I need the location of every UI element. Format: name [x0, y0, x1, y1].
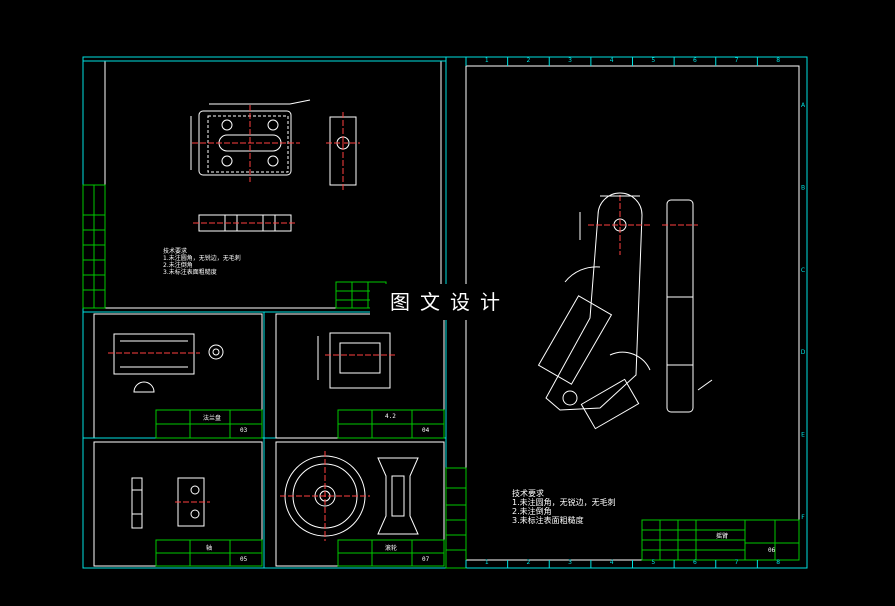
top-tech-notes-heading: 技术要求 [163, 248, 188, 255]
column-number: 5 [651, 57, 655, 64]
main-tech-note-2: 2.未注倒角 [512, 507, 552, 516]
column-number: 4 [610, 559, 614, 566]
watermark: 图文设计 [370, 284, 530, 320]
column-number: 8 [776, 57, 780, 64]
main-titleblock-name: 摇臂 [716, 533, 729, 540]
row-letters: A B C D E F [801, 102, 806, 521]
top-tech-note-3: 3.未标注表面粗糙度 [163, 269, 217, 276]
sheet-mid-left [83, 312, 446, 568]
column-number: 3 [568, 559, 572, 566]
column-number: 2 [527, 57, 531, 64]
row-letter: A [801, 102, 806, 109]
row-letter: B [801, 185, 805, 192]
column-number: 1 [485, 559, 489, 566]
row-letter: D [801, 349, 806, 356]
column-number: 6 [693, 559, 697, 566]
column-number: 5 [651, 559, 655, 566]
bottom-right-titleblock-code: 07 [422, 556, 430, 563]
sheet-bottom-right [275, 441, 445, 567]
top-tech-notes: 技术要求 1.未注圆角，无锐边，无毛刺 2.未注倒角 3.未标注表面粗糙度 [163, 248, 241, 276]
sheet-main [445, 56, 807, 569]
row-letter: E [801, 432, 805, 439]
column-number: 1 [485, 57, 489, 64]
bottom-right-titleblock-name: 滚轮 [385, 545, 398, 552]
row-letter: F [801, 514, 805, 521]
column-number: 8 [776, 559, 780, 566]
mid-right-titleblock-code: 04 [422, 427, 430, 434]
mid-left-titleblock-name: 法兰盘 [203, 415, 222, 422]
mid-right-titleblock-name: 4.2 [385, 413, 396, 420]
main-titleblock-code: 06 [768, 547, 776, 554]
main-tech-note-1: 1.未注圆角，无锐边，无毛刺 [512, 498, 616, 507]
main-tech-notes: 技术要求 1.未注圆角，无锐边，无毛刺 2.未注倒角 3.未标注表面粗糙度 [512, 489, 616, 525]
column-number: 7 [735, 559, 739, 566]
column-number: 6 [693, 57, 697, 64]
sheet-top [82, 57, 446, 310]
bottom-left-titleblock-name: 轴 [206, 545, 213, 552]
main-tech-notes-heading: 技术要求 [512, 489, 544, 498]
bottom-left-titleblock-code: 05 [240, 556, 248, 563]
column-number: 7 [735, 57, 739, 64]
column-number: 3 [568, 57, 572, 64]
mid-left-titleblock-code: 03 [240, 427, 248, 434]
sheet-bottom-left [93, 441, 263, 567]
main-tech-note-3: 3.未标注表面粗糙度 [512, 516, 584, 525]
row-letter: C [801, 267, 805, 274]
column-number: 2 [527, 559, 531, 566]
column-numbers: 1 1 2 2 3 3 4 4 5 5 6 6 7 7 8 8 [465, 57, 780, 568]
top-tech-note-1: 1.未注圆角，无锐边，无毛刺 [163, 255, 241, 262]
column-number: 4 [610, 57, 614, 64]
sheet-mid-right [275, 313, 445, 439]
top-tech-note-2: 2.未注倒角 [163, 262, 193, 269]
